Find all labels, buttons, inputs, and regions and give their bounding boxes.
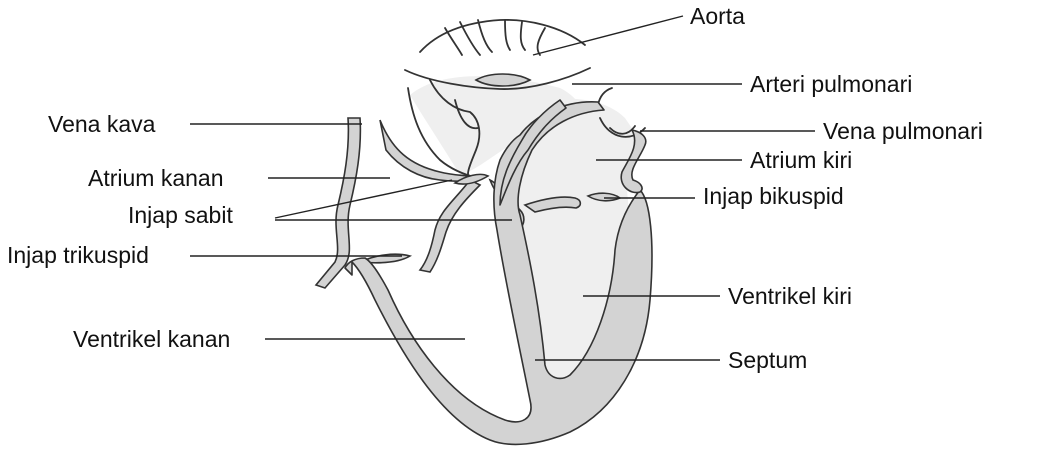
label-ventrikel-kanan: Ventrikel kanan [73, 326, 230, 352]
label-ventrikel-kiri: Ventrikel kiri [728, 283, 852, 309]
label-septum: Septum [728, 347, 807, 373]
label-atrium-kanan: Atrium kanan [88, 165, 224, 191]
bicuspid-valve [523, 196, 582, 213]
label-vena-pulmonari: Vena pulmonari [823, 118, 983, 144]
pulmonary-artery-vessel [407, 79, 481, 181]
label-injap-sabit: Injap sabit [128, 202, 233, 228]
vena-kava-vessel [314, 117, 362, 289]
label-injap-bikuspid: Injap bikuspid [703, 183, 844, 209]
heart-muscle-wall [344, 101, 653, 446]
label-aorta: Aorta [690, 3, 745, 29]
label-vena-kava: Vena kava [48, 111, 156, 137]
label-injap-trikuspid: Injap trikuspid [7, 242, 149, 268]
left-atrium-wall [620, 129, 647, 194]
aorta-vessel [404, 19, 591, 90]
label-arteri-pulmonari: Arteri pulmonari [750, 71, 912, 97]
label-atrium-kiri: Atrium kiri [750, 147, 852, 173]
interatrial-septum [499, 99, 567, 206]
leader-lines [190, 15, 815, 361]
